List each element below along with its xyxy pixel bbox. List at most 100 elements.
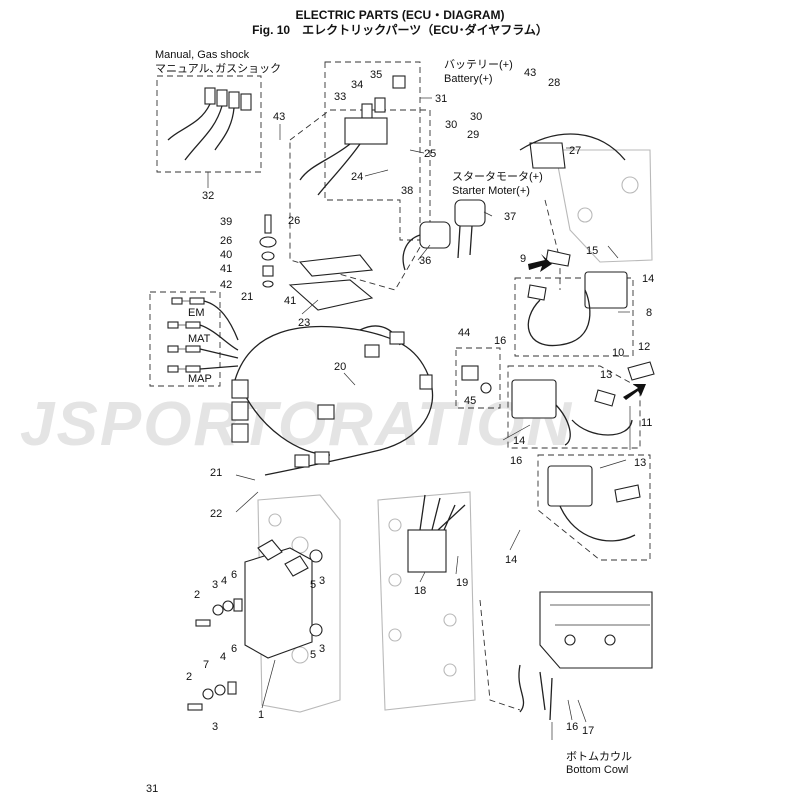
label-em: EM	[188, 307, 205, 319]
callout-5: 5	[310, 579, 316, 591]
manual-gas-shock-box	[156, 75, 262, 173]
plug-lead-8	[527, 289, 591, 347]
callout-10: 10	[612, 347, 624, 359]
callout-12: 12	[638, 341, 650, 353]
callout-7: 7	[203, 659, 209, 671]
plug-lead-11	[571, 419, 633, 436]
relay-group-31	[299, 75, 406, 196]
callout-30: 30	[445, 119, 457, 131]
label-map: MAP	[188, 373, 212, 385]
relay-36	[402, 221, 451, 271]
callout-14: 14	[513, 435, 525, 447]
callout-19: 19	[456, 577, 468, 589]
plug-caps	[527, 249, 655, 503]
callout-14: 14	[642, 273, 654, 285]
callout-15: 15	[586, 245, 598, 257]
group-31-box	[324, 61, 421, 241]
note-cowl-en: Bottom Cowl	[566, 764, 628, 776]
figure-title-en: ELECTRIC PARTS (ECU・DIAGRAM)	[295, 8, 505, 22]
callout-41: 41	[220, 263, 232, 275]
callout-21: 21	[210, 467, 222, 479]
arrow-9	[528, 254, 552, 272]
callout-35: 35	[370, 69, 382, 81]
page-number: 31	[146, 783, 159, 795]
callout-44: 44	[458, 327, 470, 339]
rectifier-18	[407, 494, 466, 573]
callout-16: 16	[566, 721, 578, 733]
callout-4: 4	[221, 575, 227, 587]
dash-link-15	[544, 199, 561, 290]
callout-2: 2	[186, 671, 192, 683]
callout-25: 25	[424, 148, 436, 160]
relay-set-manual	[167, 87, 252, 161]
engine-block-center	[377, 491, 476, 711]
callout-41: 41	[284, 295, 296, 307]
callout-3: 3	[212, 579, 218, 591]
callout-21: 21	[241, 291, 253, 303]
ignition-coil-15	[584, 271, 628, 309]
callout-24: 24	[351, 171, 363, 183]
callout-39: 39	[220, 216, 232, 228]
callout-26: 26	[220, 235, 232, 247]
note-battery-en: Battery(+)	[444, 73, 493, 85]
bottom-cowl-block	[539, 591, 653, 669]
callout-43: 43	[273, 111, 285, 123]
group-11-box	[507, 365, 641, 449]
callout-13: 13	[634, 457, 646, 469]
callout-16: 16	[494, 335, 506, 347]
map-sensor-45	[461, 365, 492, 394]
callout-43: 43	[524, 67, 536, 79]
callout-45: 45	[464, 395, 476, 407]
note-starter-jp: スタータモータ(+)	[452, 170, 543, 183]
label-mat: MAT	[188, 333, 211, 345]
ignition-coil-13	[547, 465, 636, 542]
group-8-box	[514, 277, 634, 357]
callout-36: 36	[419, 255, 431, 267]
ground-leads	[518, 664, 553, 721]
callout-31: 31	[435, 93, 447, 105]
callout-14: 14	[505, 554, 517, 566]
callout-3: 3	[319, 575, 325, 587]
callout-6: 6	[231, 569, 237, 581]
callout-37: 37	[504, 211, 516, 223]
callout-29: 29	[467, 129, 479, 141]
connector-labels	[167, 297, 239, 373]
callout-2: 2	[194, 589, 200, 601]
wire-harness-20	[231, 325, 434, 476]
callout-32: 32	[202, 190, 214, 202]
callout-numbers: 1 2 2 3 3 3 3 4 4 5 5 6 6 7 8 9 10 11 12…	[186, 67, 654, 737]
leader-lines	[207, 97, 631, 740]
callout-28: 28	[548, 77, 560, 89]
callout-8: 8	[646, 307, 652, 319]
callout-26: 26	[288, 215, 300, 227]
note-cowl-jp: ボトムカウル	[566, 750, 632, 763]
watermark: JSPORTORATION	[20, 390, 573, 459]
note-battery-jp: バッテリー(+)	[444, 58, 513, 71]
callout-6: 6	[231, 643, 237, 655]
callout-5: 5	[310, 649, 316, 661]
callout-18: 18	[414, 585, 426, 597]
callout-22: 22	[210, 508, 222, 520]
callout-13: 13	[600, 369, 612, 381]
group-13-box	[537, 454, 651, 561]
callout-34: 34	[351, 79, 363, 91]
callout-30: 30	[470, 111, 482, 123]
figure-title-jp: Fig. 10 エレクトリックパーツ（ECU･ダイヤフラム）	[252, 23, 548, 37]
connector-box	[149, 291, 221, 387]
callout-1: 1	[258, 709, 264, 721]
group-44-box	[455, 347, 501, 409]
bracket-23	[288, 254, 374, 311]
callout-33: 33	[334, 91, 346, 103]
callout-16: 16	[510, 455, 522, 467]
fastener-stack-39-42	[259, 214, 277, 288]
callout-3: 3	[319, 643, 325, 655]
fuse-holder-27	[519, 133, 626, 169]
starter-relay-37	[454, 199, 486, 259]
note-manual-jp: マニュアル､ガスショック	[155, 62, 281, 75]
callout-11: 11	[641, 417, 652, 429]
callout-23: 23	[298, 317, 310, 329]
callout-4: 4	[220, 651, 226, 663]
callout-9: 9	[520, 253, 526, 265]
callout-40: 40	[220, 249, 232, 261]
